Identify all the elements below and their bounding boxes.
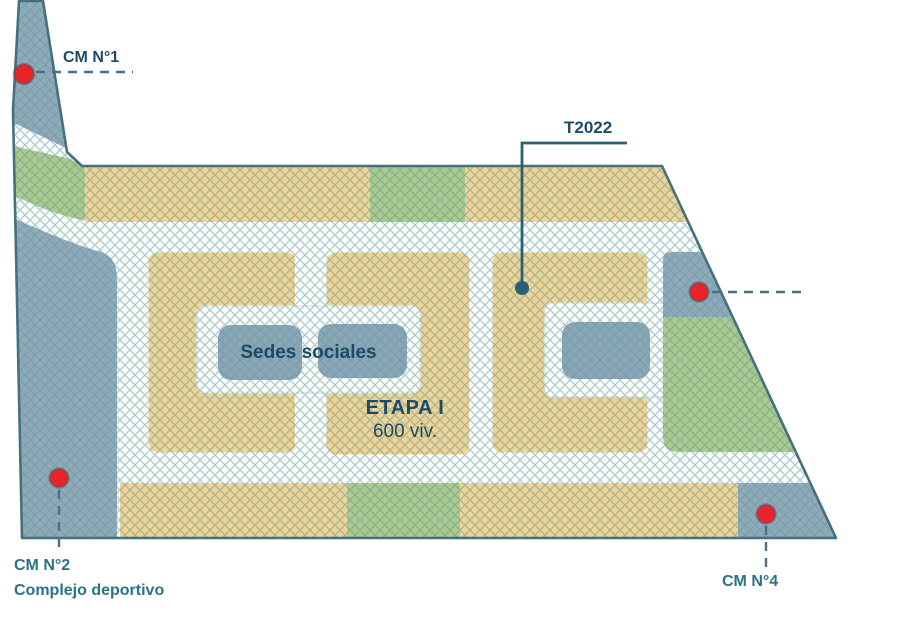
- t2022-leader-line: [520, 141, 627, 288]
- etapa-title: ETAPA I: [365, 397, 445, 419]
- t2022-label: T2022: [564, 118, 613, 137]
- cm2-label: CM N°2: [14, 557, 71, 574]
- east-marker-dot: [688, 281, 710, 303]
- viviendas-count: 600 viv.: [372, 421, 438, 442]
- cm2-marker-dot: [48, 467, 70, 489]
- t2022-marker-dot: [515, 281, 529, 295]
- cm4-label: CM N°4: [722, 573, 779, 590]
- site-boundary: [11, 0, 838, 540]
- cm2-sublabel: Complejo deportivo: [14, 582, 165, 599]
- cm1-label: CM N°1: [63, 49, 120, 66]
- sedes-sociales-label: Sedes sociales: [240, 342, 377, 363]
- cm1-marker-dot: [12, 62, 36, 86]
- cm4-marker-dot: [755, 503, 777, 525]
